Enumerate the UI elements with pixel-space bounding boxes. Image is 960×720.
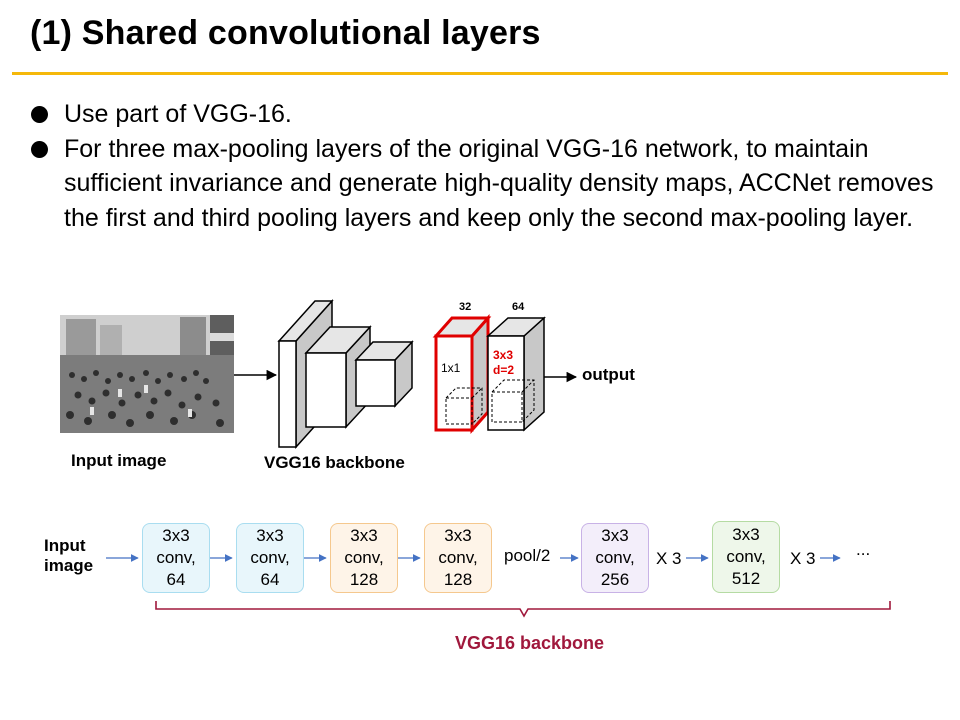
ellipsis-label: ...: [856, 540, 871, 559]
conv-stage-kernel: 3x3: [732, 525, 760, 544]
conv-stage-kernel: 3x3: [256, 526, 284, 545]
conv-stage-kernel: 3x3: [444, 526, 472, 545]
conv-stage-kernel: 3x3: [162, 526, 190, 545]
conv-stage: 3x3 conv, 64: [142, 523, 210, 593]
brace-label: VGG16 backbone: [455, 633, 605, 653]
conv-stage-type: conv,: [726, 547, 766, 566]
conv-stage: 3x3 conv, 512: [712, 521, 780, 593]
conv-stage-channels: 512: [731, 569, 761, 588]
slide-title: (1) Shared convolutional layers: [30, 14, 541, 52]
kernel-3x3-label: 3x3: [493, 348, 514, 362]
dilation-label: d=2: [493, 363, 515, 377]
conv-stage-type: conv,: [595, 548, 635, 567]
input-image-label: Input image: [71, 451, 167, 470]
backbone-brace: [155, 601, 891, 618]
conv-stage: 3x3 conv, 128: [424, 523, 492, 593]
pipeline-input-line: Input: [44, 536, 86, 555]
crowd-photo-drawing: [60, 315, 234, 433]
conv-stage: 3x3 conv, 64: [236, 523, 304, 593]
channels-32-label: 32: [459, 301, 472, 313]
bullet-item: Use part of VGG-16.: [30, 97, 940, 132]
conv-stage-channels: 128: [443, 570, 473, 589]
repeat-label: X 3: [656, 549, 682, 568]
kernel-1x1-label: 1x1: [441, 361, 461, 375]
output-label: output: [582, 365, 635, 384]
channels-64-label: 64: [512, 301, 525, 313]
pipeline-input-line: image: [44, 556, 94, 575]
head-block-1x1: [432, 314, 492, 434]
conv-stage-type: conv,: [156, 548, 196, 567]
pipeline-input-label: Input image: [44, 536, 93, 576]
conv-stage: 3x3 conv, 128: [330, 523, 398, 593]
conv-stage-channels: 64: [166, 570, 186, 589]
input-crowd-image: [60, 315, 234, 433]
bullet-text: For three max-pooling layers of the orig…: [64, 134, 934, 232]
bullet-dot-icon: [31, 106, 48, 123]
head-block-3x3-dilated: [486, 316, 546, 432]
backbone-label: VGG16 backbone: [264, 453, 405, 472]
title-underline: [12, 72, 948, 75]
conv-stage-kernel: 3x3: [350, 526, 378, 545]
repeat-label: X 3: [790, 549, 816, 568]
conv-stage-channels: 256: [600, 570, 630, 589]
bullet-item: For three max-pooling layers of the orig…: [30, 132, 940, 236]
bullet-text: Use part of VGG-16.: [64, 100, 292, 128]
bullet-list: Use part of VGG-16. For three max-poolin…: [30, 97, 940, 235]
conv-stage-type: conv,: [344, 548, 384, 567]
conv-stage-channels: 64: [260, 570, 280, 589]
bullet-dot-icon: [31, 140, 48, 158]
conv-stage-kernel: 3x3: [601, 526, 629, 545]
backbone-block-3: [354, 340, 414, 408]
conv-stage-type: conv,: [438, 548, 478, 567]
conv-stage-channels: 128: [349, 570, 379, 589]
pool-label: pool/2: [504, 546, 551, 565]
conv-stage-type: conv,: [250, 548, 290, 567]
conv-stage: 3x3 conv, 256: [581, 523, 649, 593]
